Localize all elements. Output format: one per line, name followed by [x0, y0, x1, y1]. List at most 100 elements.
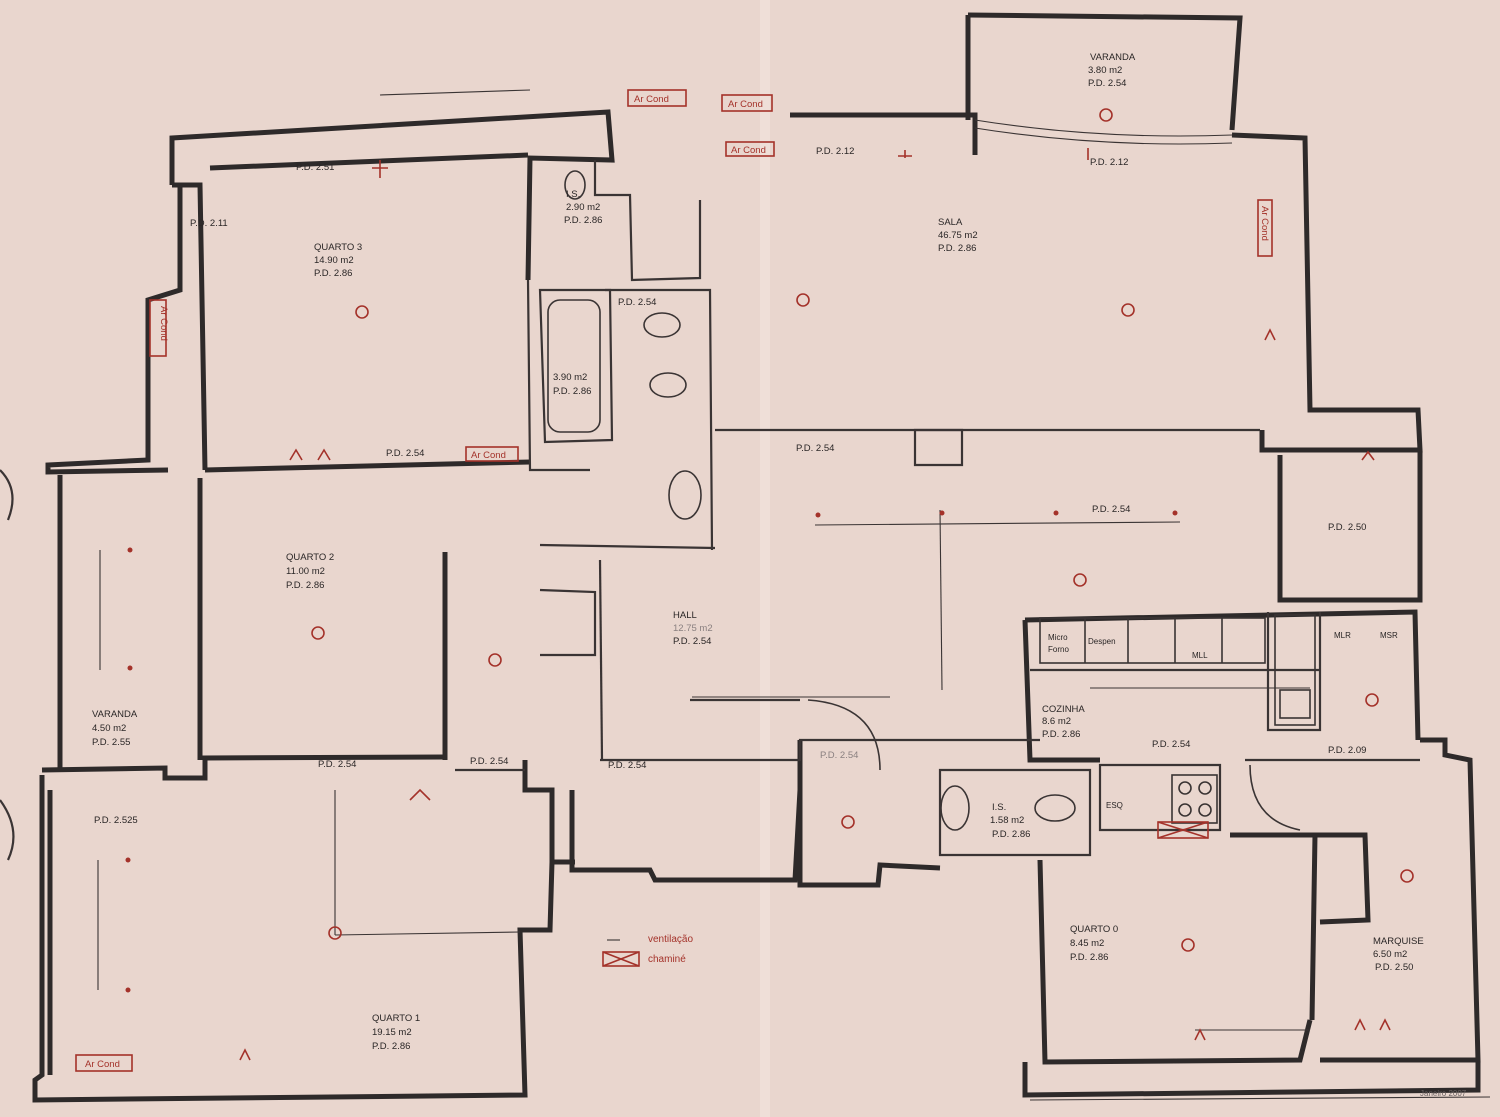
room-quarto3-pd: P.D. 2.86 — [314, 268, 352, 279]
chimney-kitchen-cross — [1157, 821, 1209, 839]
chimney-cross — [602, 951, 640, 967]
outlet-q1-tel — [239, 1048, 251, 1061]
room-sala-name: SALA — [938, 217, 963, 228]
ar-cond-label: Ar Cond — [85, 1059, 120, 1070]
room-varanda-left-pd: P.D. 2.55 — [92, 737, 130, 748]
ar-cond-box-5 — [465, 446, 519, 462]
outlet-dot-3 — [125, 857, 131, 863]
ar-cond-label: Ar Cond — [471, 450, 506, 461]
light-hall-left — [488, 653, 502, 667]
room-is-bottom-area: 1.58 m2 — [990, 815, 1024, 826]
pd-label: P.D. 2.54 — [608, 760, 646, 771]
room-cozinha-area: 8.6 m2 — [1042, 716, 1071, 727]
kitchen-mll-label: MLL — [1192, 651, 1208, 660]
pd-label: P.D. 2.50 — [1328, 522, 1366, 533]
light-marquise — [1400, 869, 1414, 883]
room-hall-area: 12.75 m2 — [673, 623, 713, 634]
door-swing-kitchen — [1249, 764, 1301, 831]
binder-ring-2 — [0, 799, 15, 861]
light-hall-bottom — [841, 815, 855, 829]
kitchen-esq-label: ESQ — [1106, 801, 1123, 810]
bathtub — [547, 299, 601, 433]
kitchen-micro-label: Micro — [1048, 633, 1068, 642]
ar-cond-box-4 — [149, 299, 167, 357]
ar-cond-label: Ar Cond — [728, 99, 763, 110]
outlet-dot-6 — [939, 510, 945, 516]
electrical-symbols — [125, 108, 1414, 1061]
dim-line-9 — [939, 509, 943, 691]
pd-label: P.D. 2.54 — [820, 750, 858, 761]
room-quarto1-name: QUARTO 1 — [372, 1013, 420, 1024]
ar-cond-label: Ar Cond — [634, 94, 669, 105]
room-sala-pd: P.D. 2.86 — [938, 243, 976, 254]
pd-label: P.D. 2.12 — [1090, 157, 1128, 168]
room-is-top-name: I.S. — [566, 189, 580, 200]
light-varanda — [1099, 108, 1113, 122]
room-is-top-pd: P.D. 2.86 — [564, 215, 602, 226]
room-marquise-area: 6.50 m2 — [1373, 949, 1407, 960]
dim-line-2 — [814, 521, 1181, 526]
light-quarto3 — [355, 305, 369, 319]
light-quarto2 — [311, 626, 325, 640]
light-quarto0 — [1181, 938, 1195, 952]
room-quarto2-pd: P.D. 2.86 — [286, 580, 324, 591]
light-quarto1 — [328, 926, 342, 940]
switch-1 — [372, 160, 388, 178]
ar-cond-units — [75, 89, 1273, 1072]
ar-cond-label: Ar Cond — [1259, 206, 1270, 241]
room-quarto2-name: QUARTO 2 — [286, 552, 334, 563]
room-is-bottom-pd: P.D. 2.86 — [992, 829, 1030, 840]
outlet-right — [1361, 450, 1375, 461]
pd-label: P.D. 2.12 — [816, 146, 854, 157]
room-marquise-pd: P.D. 2.50 — [1375, 962, 1413, 973]
fixtures — [97, 89, 1316, 1031]
outlet-q1 — [409, 788, 431, 801]
burner-4 — [1198, 803, 1212, 817]
ar-cond-box-1 — [627, 89, 687, 107]
kitchen-msr-label: MSR — [1380, 631, 1398, 640]
burner-3 — [1178, 803, 1192, 817]
room-hall-pd: P.D. 2.54 — [673, 636, 711, 647]
outlet-dot-5 — [815, 512, 821, 518]
room-cozinha-name: COZINHA — [1042, 704, 1085, 715]
door-swing-hall — [807, 699, 881, 771]
pd-label: P.D. 2.54 — [796, 443, 834, 454]
binder-ring-1 — [0, 469, 14, 521]
outlets-marquise — [1354, 1018, 1391, 1031]
pd-label: P.D. 2.11 — [190, 218, 228, 229]
room-quarto0-area: 8.45 m2 — [1070, 938, 1104, 949]
ar-cond-label: Ar Cond — [158, 306, 169, 341]
kitchen-forno-label: Forno — [1048, 645, 1069, 654]
room-varanda-top-area: 3.80 m2 — [1088, 65, 1122, 76]
burner-2 — [1198, 781, 1212, 795]
kitchen-despen-label: Despen — [1088, 637, 1116, 646]
kitchen-sink — [1274, 614, 1316, 726]
room-bath-area: 3.90 m2 — [553, 372, 587, 383]
sink-bath — [643, 312, 681, 338]
pd-label: P.D. 2.09 — [1328, 745, 1366, 756]
outlet-dot-4 — [125, 987, 131, 993]
ar-cond-label: Ar Cond — [731, 145, 766, 156]
room-is-top-area: 2.90 m2 — [566, 202, 600, 213]
room-quarto1-area: 19.15 m2 — [372, 1027, 412, 1038]
dim-line-5 — [334, 931, 521, 936]
room-quarto1-pd: P.D. 2.86 — [372, 1041, 410, 1052]
toilet-is-top — [564, 170, 586, 200]
ar-cond-box-6 — [1257, 199, 1273, 257]
room-quarto3-name: QUARTO 3 — [314, 242, 362, 253]
outlets-q3 — [289, 448, 331, 461]
kitchen-sink-basin — [1279, 689, 1311, 719]
pd-label: P.D. 2.54 — [1092, 504, 1130, 515]
burner-1 — [1178, 781, 1192, 795]
switch-2 — [898, 150, 912, 158]
pd-label: P.D. 2.54 — [618, 297, 656, 308]
outlet-dot-2 — [127, 665, 133, 671]
outlet-dot-8 — [1172, 510, 1178, 516]
room-cozinha-pd: P.D. 2.86 — [1042, 729, 1080, 740]
pd-label: P.D. 2.54 — [1152, 739, 1190, 750]
legend-chamine: chaminé — [648, 954, 686, 965]
chimney-kitchen — [1157, 821, 1209, 839]
room-quarto0-name: QUARTO 0 — [1070, 924, 1118, 935]
